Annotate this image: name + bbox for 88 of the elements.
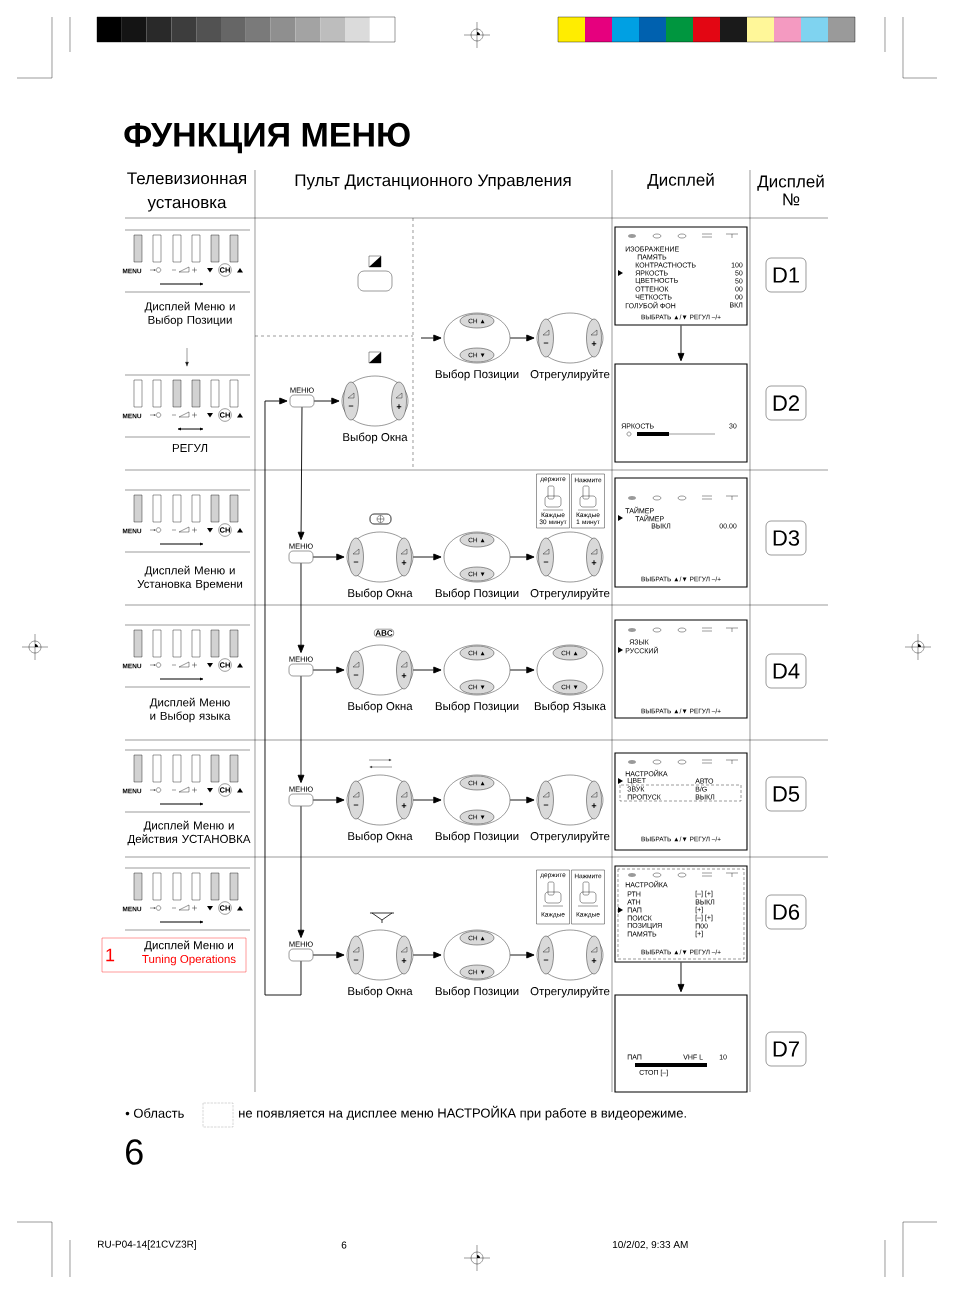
node-label: – bbox=[353, 674, 359, 676]
step-text: Дисплей Меню и Установка Времени bbox=[137, 565, 243, 591]
display-number-box: D4 bbox=[765, 653, 807, 689]
node-label: + bbox=[401, 958, 407, 963]
display-number-box: D5 bbox=[765, 776, 807, 812]
arrow bbox=[313, 397, 340, 405]
node-label: + bbox=[591, 341, 597, 346]
node-label: + bbox=[401, 673, 407, 678]
button-label: Отрегулируйте bbox=[530, 588, 610, 600]
button-label: Выбор Окна bbox=[348, 831, 413, 843]
footer-text: 10/2/02, 9:33 AM bbox=[612, 1240, 688, 1250]
button-label: Выбор Окна bbox=[343, 432, 408, 444]
node-label: – bbox=[348, 405, 354, 407]
arrow bbox=[412, 553, 442, 561]
node-label: – bbox=[543, 959, 549, 961]
arrow bbox=[509, 796, 535, 804]
button-label: Отрегулируйте bbox=[530, 369, 610, 381]
column-heading: Дисплей № bbox=[757, 174, 824, 206]
remote-button-drawing: – + bbox=[346, 644, 414, 696]
remote-button-drawing: – + bbox=[536, 312, 604, 364]
display-number-box: D7 bbox=[765, 1031, 807, 1067]
node-label: + bbox=[401, 560, 407, 565]
node-label: – bbox=[543, 342, 549, 344]
arrow bbox=[509, 334, 535, 342]
node-label: + bbox=[591, 803, 597, 808]
arrow bbox=[509, 553, 535, 561]
remote-button-drawing: – + bbox=[536, 929, 604, 981]
button-label: Выбор Позиции bbox=[435, 986, 519, 998]
step-text: РЕГУЛ bbox=[172, 444, 208, 452]
button-label: Выбор Окна bbox=[348, 986, 413, 998]
remote-button-drawing: – + bbox=[536, 531, 604, 583]
column-heading: Телевизионная установка bbox=[127, 172, 246, 212]
step-text: Дисплей Меню и Действия УСТАНОВКА bbox=[127, 820, 251, 846]
arrow bbox=[297, 805, 305, 938]
remote-button-drawing: – + bbox=[346, 774, 414, 826]
node-label: + bbox=[591, 560, 597, 565]
arrow bbox=[412, 666, 442, 674]
step-text: Дисплей Меню и Выбор языка bbox=[149, 697, 231, 723]
arrow bbox=[677, 962, 685, 993]
button-label: Выбор Окна bbox=[348, 588, 413, 600]
arrow bbox=[412, 951, 442, 959]
node-label: – bbox=[353, 561, 359, 563]
node-label: – bbox=[353, 804, 359, 806]
footnote-text: • Область bbox=[125, 1108, 184, 1118]
button-label: Выбор Позиции bbox=[435, 831, 519, 843]
arrow bbox=[312, 553, 345, 561]
title: ФУНКЦИЯ МЕНЮ bbox=[124, 122, 410, 154]
button-label: Выбор Окна bbox=[348, 701, 413, 713]
arrow bbox=[420, 334, 442, 342]
node-label: + bbox=[396, 404, 402, 409]
arrow bbox=[509, 666, 535, 674]
display-number-box: D2 bbox=[765, 385, 807, 421]
footer-text: 6 bbox=[341, 1241, 347, 1249]
remote-button-drawing: – + bbox=[536, 774, 604, 826]
arrow bbox=[264, 397, 302, 996]
arrow bbox=[509, 951, 535, 959]
arrow bbox=[412, 796, 442, 804]
button-label: Выбор Позиции bbox=[435, 369, 519, 381]
display-number-box: D3 bbox=[765, 520, 807, 556]
display-number-box: D6 bbox=[765, 894, 807, 930]
remote-button-drawing: – + bbox=[346, 531, 414, 583]
arrow bbox=[312, 951, 345, 959]
footer-text: RU-P04-14[21CVZ3R] bbox=[98, 1240, 196, 1250]
arrow bbox=[297, 562, 305, 653]
arrow bbox=[312, 796, 345, 804]
footnote-text: не появляется на дисплее меню НАСТРОЙКА при работе в видеорежиме. bbox=[239, 1105, 686, 1121]
remote-button-drawing: – + bbox=[346, 929, 414, 981]
arrow bbox=[677, 325, 685, 362]
button-label: Выбор Языка bbox=[534, 701, 606, 713]
remote-button-drawing: – + bbox=[341, 375, 409, 427]
button-label: Выбор Позиции bbox=[435, 588, 519, 600]
column-heading: Дисплей bbox=[647, 173, 714, 189]
button-label: Отрегулируйте bbox=[530, 831, 610, 843]
annotation-box: 1 Дисплей Меню и Tuning Operations bbox=[101, 937, 247, 973]
arrow bbox=[297, 406, 305, 540]
arrow bbox=[297, 675, 305, 783]
node-label: + bbox=[401, 803, 407, 808]
node-label: – bbox=[543, 561, 549, 563]
display-number-box: D1 bbox=[765, 257, 807, 293]
button-label: Выбор Позиции bbox=[435, 701, 519, 713]
column-heading: Пульт Дистанционного Управления bbox=[295, 174, 571, 190]
node-label: – bbox=[543, 804, 549, 806]
arrow bbox=[312, 666, 345, 674]
node-label: + bbox=[591, 958, 597, 963]
button-label: Отрегулируйте bbox=[530, 986, 610, 998]
step-text: Дисплей Меню и Выбор Позиции bbox=[144, 301, 235, 327]
page-number: 6 bbox=[126, 1139, 143, 1165]
node-label: – bbox=[353, 959, 359, 961]
